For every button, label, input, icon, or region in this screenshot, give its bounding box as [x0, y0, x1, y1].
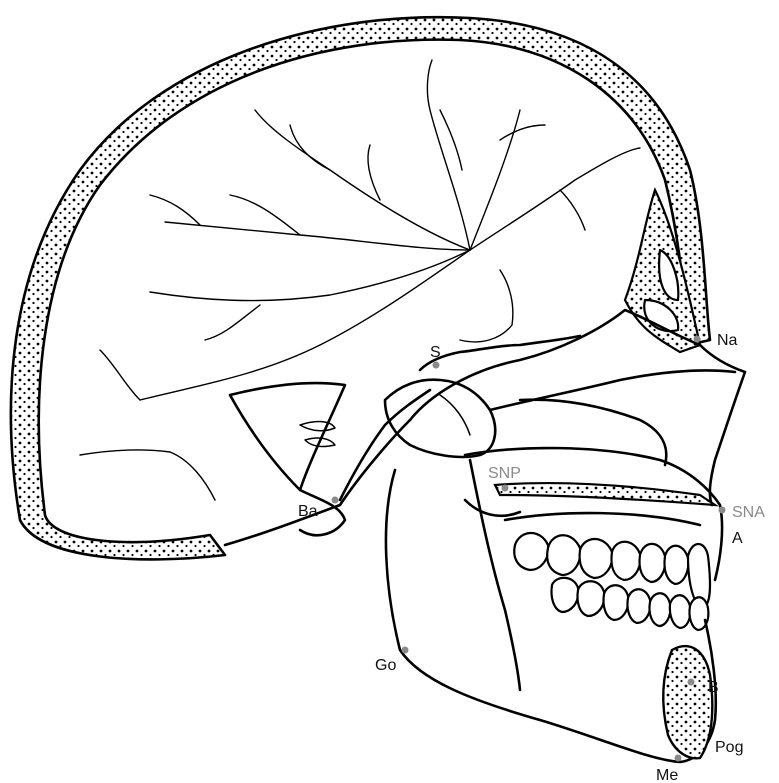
nasal-bone — [700, 345, 745, 505]
palate — [495, 483, 715, 505]
label-snp: SNP — [488, 465, 521, 482]
sna-point — [719, 507, 726, 514]
cranial-base — [225, 310, 700, 545]
label-a: A — [732, 530, 743, 547]
label-me: Me — [656, 767, 678, 783]
snp-point — [502, 485, 509, 492]
temporal-bone — [230, 383, 345, 490]
label-s: S — [430, 344, 441, 361]
ba-point — [332, 497, 339, 504]
coronoid — [465, 500, 520, 516]
s-point — [433, 362, 440, 369]
label-b: B — [708, 679, 719, 696]
me-point — [675, 755, 682, 762]
symphysis — [663, 646, 712, 758]
label-pog: Pog — [715, 739, 743, 756]
maxilla-lower — [505, 513, 700, 525]
orbit-floor — [490, 370, 735, 410]
label-na: Na — [717, 332, 738, 349]
ear-canal-1 — [300, 422, 335, 431]
sphenoid-line — [440, 395, 470, 435]
cranial-sutures — [80, 60, 640, 500]
sphenoid-body — [385, 380, 495, 457]
label-go: Go — [375, 657, 396, 674]
b-point — [688, 679, 695, 686]
label-sna: SNA — [732, 504, 765, 521]
lower-teeth — [551, 578, 708, 630]
label-ba: Ba — [298, 503, 318, 520]
go-point — [402, 647, 409, 654]
na-point — [694, 336, 701, 343]
